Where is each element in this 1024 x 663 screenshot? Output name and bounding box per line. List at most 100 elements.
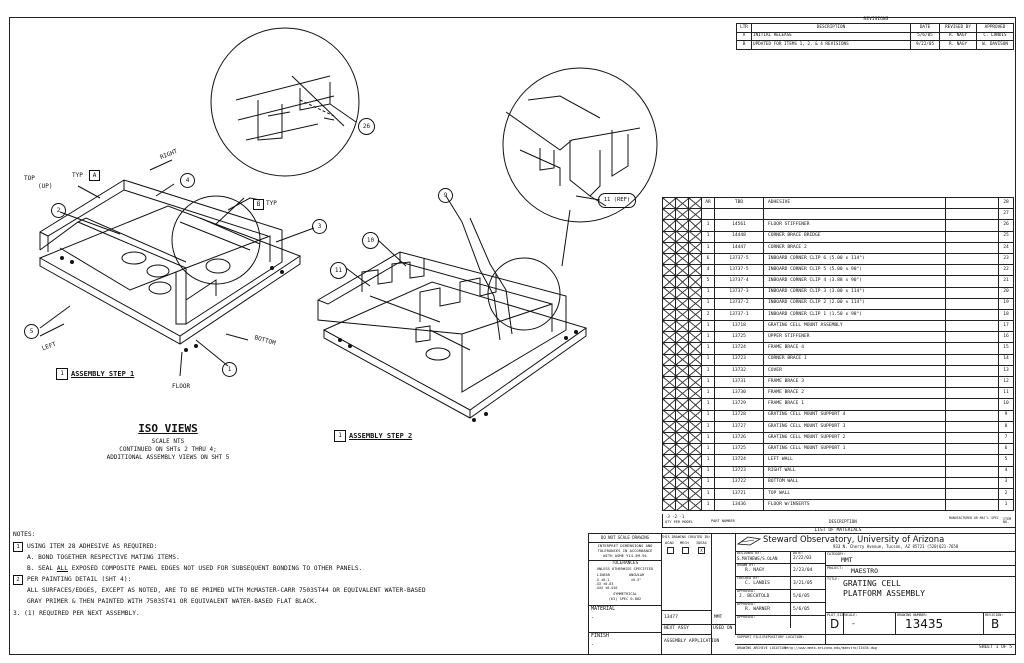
bom-item: 4 <box>998 465 1014 478</box>
iso-additional: ADDITIONAL ASSEMBLY VIEWS ON SHT 5 <box>106 454 230 461</box>
bom-qty: AR <box>701 196 715 210</box>
bom-x <box>662 342 676 355</box>
bom-x <box>675 208 689 221</box>
tb-tol-sub: UNLESS OTHERWISE SPECIFIED <box>596 567 654 571</box>
tb-cad-ideas-box: X <box>698 547 705 554</box>
bom-part: 13729 <box>714 398 764 411</box>
bom-desc: GRATING CELL MOUNT ASSEMBLY <box>763 320 946 333</box>
bom-mfr <box>945 398 999 411</box>
bom-x <box>675 219 689 232</box>
tb-scale: - <box>851 619 856 628</box>
balloon-3: 3 <box>312 219 327 234</box>
tb-tol-xx: .XX ±0.03 <box>595 582 614 586</box>
bom-item: 13 <box>998 364 1014 378</box>
bom-x <box>662 353 676 366</box>
bom-part: 13727 <box>714 420 764 433</box>
tb-col-usedon-top <box>711 534 736 610</box>
balloon-9: 9 <box>438 188 453 203</box>
tb-divider <box>735 602 825 603</box>
tb-appr2-lbl: APPROVED: <box>737 602 756 606</box>
bom-mfr <box>945 420 999 433</box>
tb-addr: 933 N. Cherry Avenue, Tucson, AZ 85721 (… <box>833 544 959 549</box>
bom-item: 1 <box>998 499 1014 512</box>
bom-mfr <box>945 454 999 467</box>
tb-assy-app: ASSEMBLY APPLICATION <box>664 639 720 644</box>
bom-item: 6 <box>998 443 1014 456</box>
tb-tol-linear: LINEAR <box>597 573 610 577</box>
bom-qty: 1 <box>701 375 715 389</box>
bom-x <box>675 499 689 512</box>
bom-footer: -3 -2 -1 QTY PER MODEL PART NUMBER DESCR… <box>662 514 1016 528</box>
title-block: DO NOT SCALE DRAWING INTERPRET DIMENSION… <box>588 533 1016 655</box>
bom-part: TBD <box>714 196 764 210</box>
bom-x <box>675 476 689 489</box>
bom-x <box>675 297 689 310</box>
bom-desc: LEFT WALL <box>763 454 946 467</box>
bom-qty: 1 <box>701 431 715 445</box>
bom-item: 19 <box>998 297 1014 310</box>
box-b: B <box>253 199 264 210</box>
note-1b-post: EXPOSED COMPOSITE PANEL EDGES NOT USED F… <box>68 565 363 572</box>
bom-qty: 1 <box>701 443 715 456</box>
bom-mfr <box>945 375 999 389</box>
tb-divider <box>825 576 1015 577</box>
tb-drawn-lbl: DRAWN BY: <box>737 563 756 567</box>
tb-cad-ideas: IDEAS <box>696 541 707 545</box>
note-2b: GRAY PRIMER & THEN PAINTED WITH 7503ST41… <box>27 598 318 605</box>
bom-mfr <box>945 431 999 445</box>
bom-x <box>675 320 689 333</box>
bom-item: 15 <box>998 342 1014 355</box>
tb-drawn: R. NAGY <box>745 568 765 573</box>
bom-item: 2 <box>998 487 1014 501</box>
tb-appr1-date: 5/6/05 <box>793 594 810 599</box>
bom-qty: 1 <box>701 219 715 232</box>
bom-item: 5 <box>998 454 1014 467</box>
bom-x <box>688 196 702 210</box>
tb-rev: B <box>991 617 1000 631</box>
tb-tol-ang: ±0.5° <box>631 578 642 582</box>
bom-x <box>688 420 702 433</box>
bom-mfr <box>945 219 999 232</box>
tb-title-1: GRATING CELL <box>843 579 901 588</box>
tb-finish: FINISH <box>591 633 610 639</box>
bom-part: 13737-4 <box>714 275 764 288</box>
bom-part: 13722 <box>714 476 764 489</box>
bom-x <box>688 476 702 489</box>
bom-part: 13737-3 <box>714 286 764 299</box>
bom-x <box>688 409 702 422</box>
bom-qty: 1 <box>701 342 715 355</box>
tb-symm: SYMMETRICAL <box>613 592 637 596</box>
bom-x <box>675 353 689 366</box>
bom-mfr <box>945 196 999 210</box>
bom-x <box>675 342 689 355</box>
bom-x <box>675 264 689 277</box>
bom-qty: 1 <box>701 487 715 501</box>
bom-part: 14561 <box>714 219 764 232</box>
balloon-5: 5 <box>24 324 39 339</box>
bom-item: 9 <box>998 409 1014 422</box>
tb-divider <box>825 565 1015 566</box>
bom-part: 13718 <box>714 320 764 333</box>
bom-desc: COVER <box>763 364 946 378</box>
bom-mfr <box>945 465 999 478</box>
bom-desc: INBOARD CORNER CLIP 4 (3.88 x 90°) <box>763 275 946 288</box>
tb-divider <box>825 551 826 644</box>
bom-qty: 1 <box>701 499 715 512</box>
bom-x <box>662 320 676 333</box>
bom-item: 3 <box>998 476 1014 489</box>
bom-mfr <box>945 476 999 489</box>
bom-part: 13737-5 <box>714 264 764 277</box>
step1-detail-circle <box>171 195 261 285</box>
tb-divider <box>661 610 711 611</box>
bom-desc: INBOARD CORNER CLIP 2 (2.00 x 114°) <box>763 297 946 310</box>
